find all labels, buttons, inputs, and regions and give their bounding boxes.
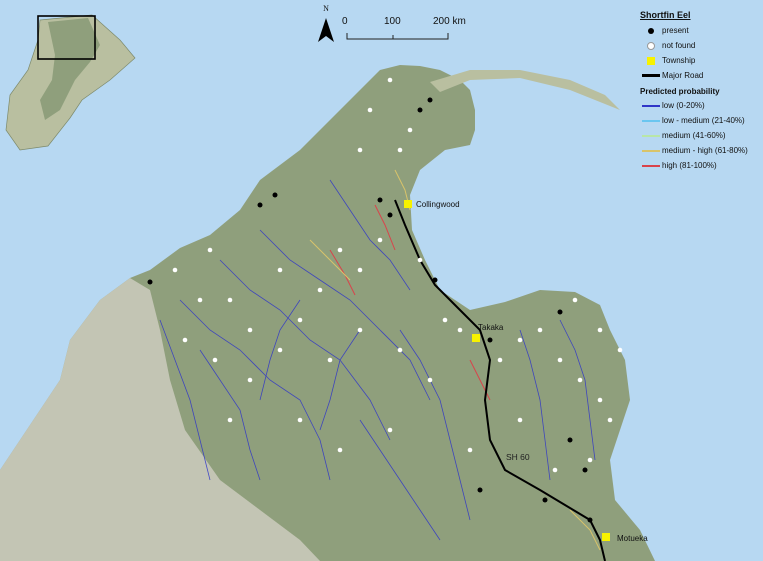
line-swatch-icon	[642, 134, 660, 137]
town-label-motueka: Motueka	[617, 534, 648, 543]
legend-prob-medium: medium (41-60%)	[640, 128, 760, 143]
not-found-points	[172, 77, 623, 473]
road-line-icon	[642, 74, 660, 77]
scale-bar	[346, 33, 449, 40]
spit	[430, 70, 620, 110]
legend-probability-title: Predicted probability	[640, 87, 720, 96]
township-marker-takaka	[472, 334, 480, 342]
town-label-takaka: Takaka	[478, 323, 504, 332]
scale-label-100: 100	[384, 16, 401, 27]
legend-prob-low-medium: low - medium (21-40%)	[640, 113, 760, 128]
town-label-collingwood: Collingwood	[416, 200, 460, 209]
present-points	[147, 97, 593, 523]
township-marker-collingwood	[404, 200, 412, 208]
legend-prob-medium-high: medium - high (61-80%)	[640, 143, 760, 158]
river-network	[159, 179, 596, 541]
legend: Shortfin Eel present not found Township …	[640, 10, 760, 173]
legend-prob-low: low (0-20%)	[640, 98, 760, 113]
township-marker-motueka	[602, 533, 610, 541]
legend-title: Shortfin Eel	[640, 10, 691, 20]
yellow-square-icon	[647, 56, 655, 65]
black-dot-icon	[648, 27, 654, 34]
north-label: N	[323, 4, 329, 13]
legend-item-major-road: Major Road	[640, 68, 760, 83]
line-swatch-icon	[642, 149, 660, 152]
legend-prob-high: high (81-100%)	[640, 158, 760, 173]
legend-item-township: Township	[640, 53, 760, 68]
scale-label-200: 200 km	[433, 16, 466, 27]
white-dot-icon	[647, 41, 655, 50]
scale-label-0: 0	[342, 16, 348, 27]
inset-extent-box	[37, 15, 96, 60]
line-swatch-icon	[642, 164, 660, 167]
line-swatch-icon	[642, 104, 660, 107]
road-label-sh60: SH 60	[506, 452, 530, 462]
line-swatch-icon	[642, 119, 660, 122]
major-road	[394, 199, 606, 561]
north-arrow	[318, 18, 334, 42]
inset-map	[5, 14, 136, 151]
legend-item-present: present	[640, 23, 760, 38]
legend-item-not-found: not found	[640, 38, 760, 53]
